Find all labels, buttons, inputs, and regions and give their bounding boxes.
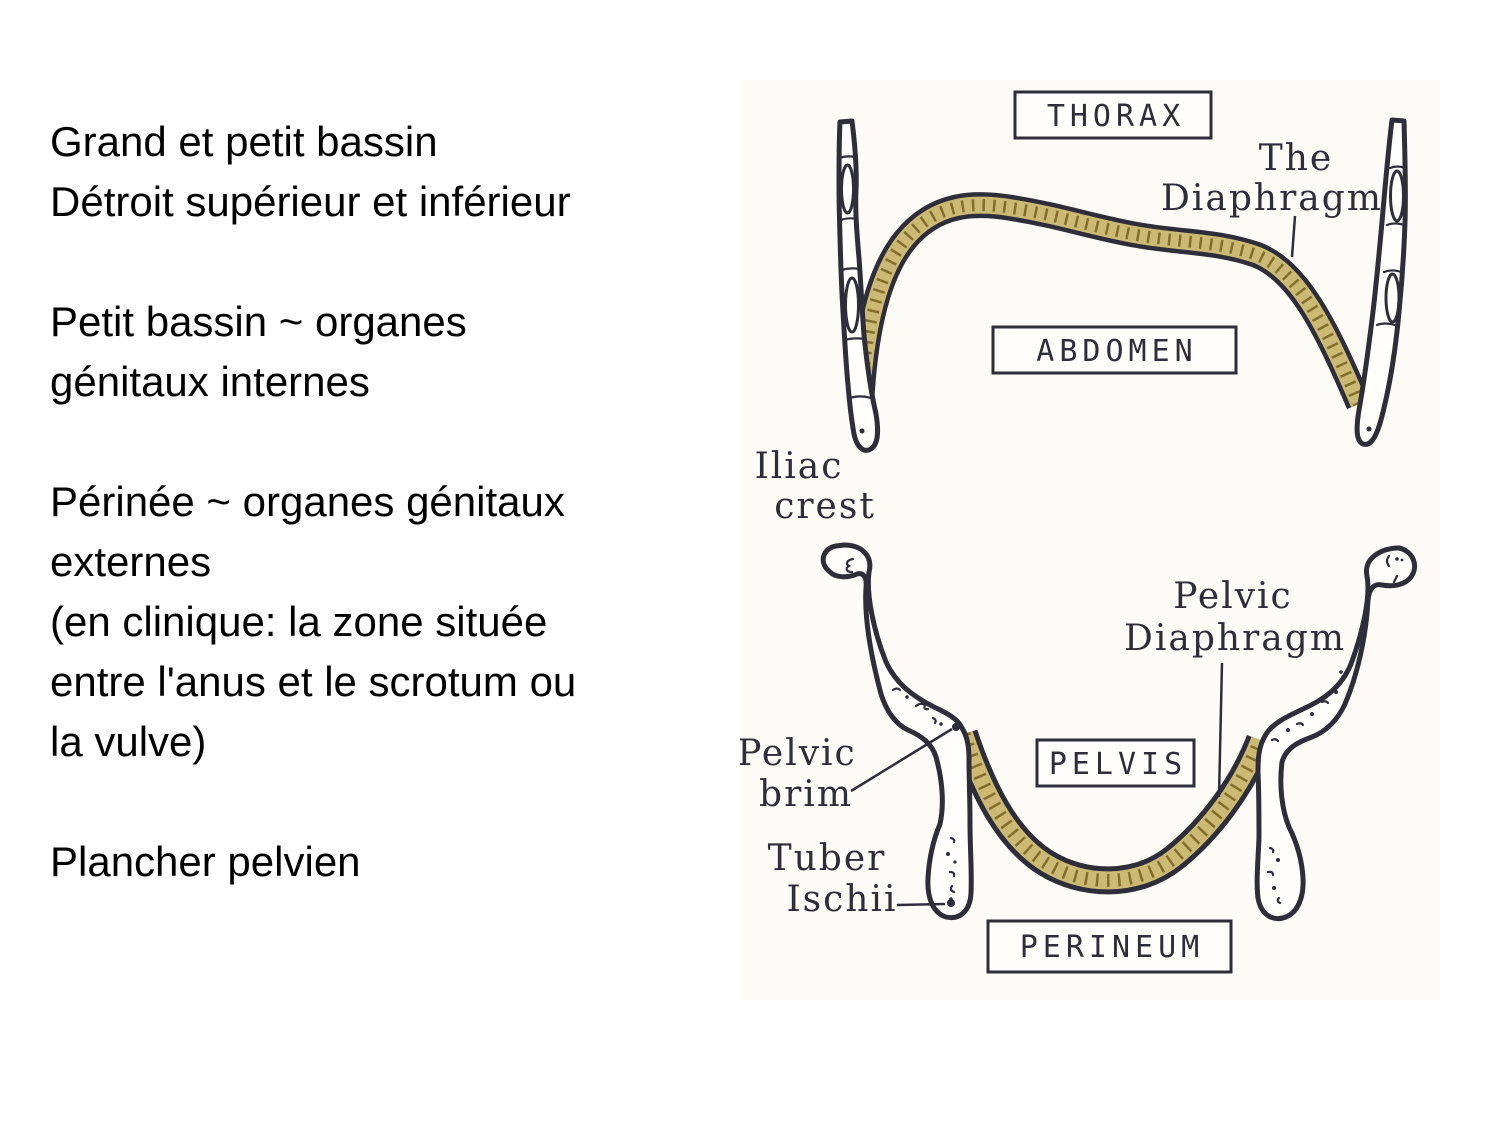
abdomen-label-box: ABDOMEN — [991, 325, 1238, 375]
tuber-ischii-line1: Tuber — [768, 838, 887, 879]
pelvic-diaphragm-line2: Diaphragm — [1124, 618, 1346, 659]
pelvic-brim-line2: brim — [759, 774, 853, 815]
thorax-label-box: THORAX — [1013, 90, 1213, 140]
rib-segment-dividers — [838, 155, 873, 400]
left-rib-column — [836, 118, 881, 453]
pelvic-diaphragm-hatching — [957, 731, 1267, 887]
text-line-empty — [50, 232, 710, 292]
text-line-empty — [50, 772, 710, 832]
rib-tip-dot — [1366, 426, 1372, 432]
pelvic-diaphragm-band — [950, 729, 1274, 895]
pelvis-label: PELVIS — [1049, 747, 1187, 782]
bone-texture-mark — [948, 836, 956, 894]
diaphragm-annotation-line1: The — [1259, 138, 1334, 179]
tuber-ischii-pointer-line — [896, 902, 946, 907]
bone-texture-dot — [953, 860, 957, 864]
iliac-crest-line2: crest — [774, 486, 876, 527]
text-line: la vulve) — [50, 718, 207, 765]
bone-texture-dot — [1310, 712, 1314, 716]
perineum-label: PERINEUM — [1020, 930, 1205, 965]
bone-texture-dot — [905, 695, 909, 699]
pelvic-brim-pointer-line — [850, 727, 953, 793]
bone-texture-dot — [1272, 886, 1276, 890]
text-line: externes — [50, 538, 212, 585]
text-line-empty — [50, 412, 710, 472]
tuber-ischii-annotation: Tuber Ischii — [768, 838, 955, 920]
iliac-crest-annotation: Iliac crest — [755, 446, 876, 527]
bone-texture-mark — [891, 687, 937, 725]
text-line: Périnée ~ organes génitaux — [50, 478, 565, 525]
slide-text-block: Grand et petit bassin Détroit supérieur … — [50, 112, 710, 892]
diaphragm-band — [848, 192, 1371, 410]
bone-texture-dot — [939, 722, 943, 726]
text-line: Petit bassin ~ organes — [50, 298, 467, 345]
bone-texture-mark — [1385, 554, 1399, 584]
diaphragm-pointer-line — [1290, 215, 1297, 258]
diaphragm-annotation: The Diaphragm — [1161, 138, 1383, 258]
text-line: (en clinique: la zone située — [50, 598, 548, 645]
rib-cell — [1384, 272, 1401, 324]
thorax-label: THORAX — [1047, 99, 1185, 134]
pelvis-perineum-diagram: Pelvic Diaphragm PELVIS Pelvic brim Tube… — [740, 542, 1417, 974]
iliac-crest-line1: Iliac — [755, 446, 844, 487]
bone-texture-dot — [1339, 670, 1343, 674]
pelvic-brim-line1: Pelvic — [740, 733, 857, 774]
text-line: Détroit supérieur et inférieur — [50, 178, 571, 225]
bone-texture-dot — [1400, 558, 1404, 562]
right-rib-column — [1354, 117, 1408, 447]
tuber-ischii-pointer-dot — [947, 899, 955, 907]
right-hip-bone — [1254, 545, 1417, 922]
pelvic-diaphragm-line1: Pelvic — [1173, 576, 1292, 617]
text-line: génitaux internes — [50, 358, 370, 405]
text-line: Plancher pelvien — [50, 838, 361, 885]
pelvis-label-box: PELVIS — [1035, 738, 1196, 788]
bone-texture-mark — [845, 557, 855, 574]
tuber-ischii-line2: Ischii — [786, 879, 897, 920]
text-line: entre l'anus et le scrotum ou — [50, 658, 577, 705]
bone-texture-dot — [1395, 557, 1399, 561]
bone-texture-mark — [1266, 846, 1282, 905]
diaphragm-annotation-line2: Diaphragm — [1161, 178, 1383, 219]
rib-cell — [840, 163, 855, 215]
anatomy-figure: THORAX The Diaphragm ABDOMEN Iliac crest — [740, 80, 1440, 1000]
pelvic-diaphragm-annotation: Pelvic Diaphragm — [1124, 576, 1346, 798]
pelvic-brim-pointer-dot — [952, 723, 960, 731]
rib-cell — [1389, 169, 1405, 223]
abdomen-label: ABDOMEN — [1036, 334, 1197, 369]
pelvic-diaphragm-pointer-line — [1217, 662, 1224, 798]
diaphragm-band-hatching — [855, 199, 1365, 407]
bone-texture-dot — [946, 852, 950, 856]
text-line: Grand et petit bassin — [50, 118, 438, 165]
rib-tip-dot — [859, 428, 865, 434]
bone-texture-dot — [1276, 858, 1280, 862]
thorax-abdomen-diagram: THORAX The Diaphragm ABDOMEN Iliac crest — [755, 90, 1408, 527]
perineum-label-box: PERINEUM — [986, 919, 1233, 974]
bone-texture-dot — [1286, 728, 1290, 732]
pelvic-brim-annotation: Pelvic brim — [740, 723, 960, 815]
bone-texture-dot — [1334, 690, 1338, 694]
bone-texture-mark — [1270, 700, 1330, 743]
rib-cell — [844, 276, 860, 334]
rib-segment-dividers — [1375, 165, 1407, 327]
